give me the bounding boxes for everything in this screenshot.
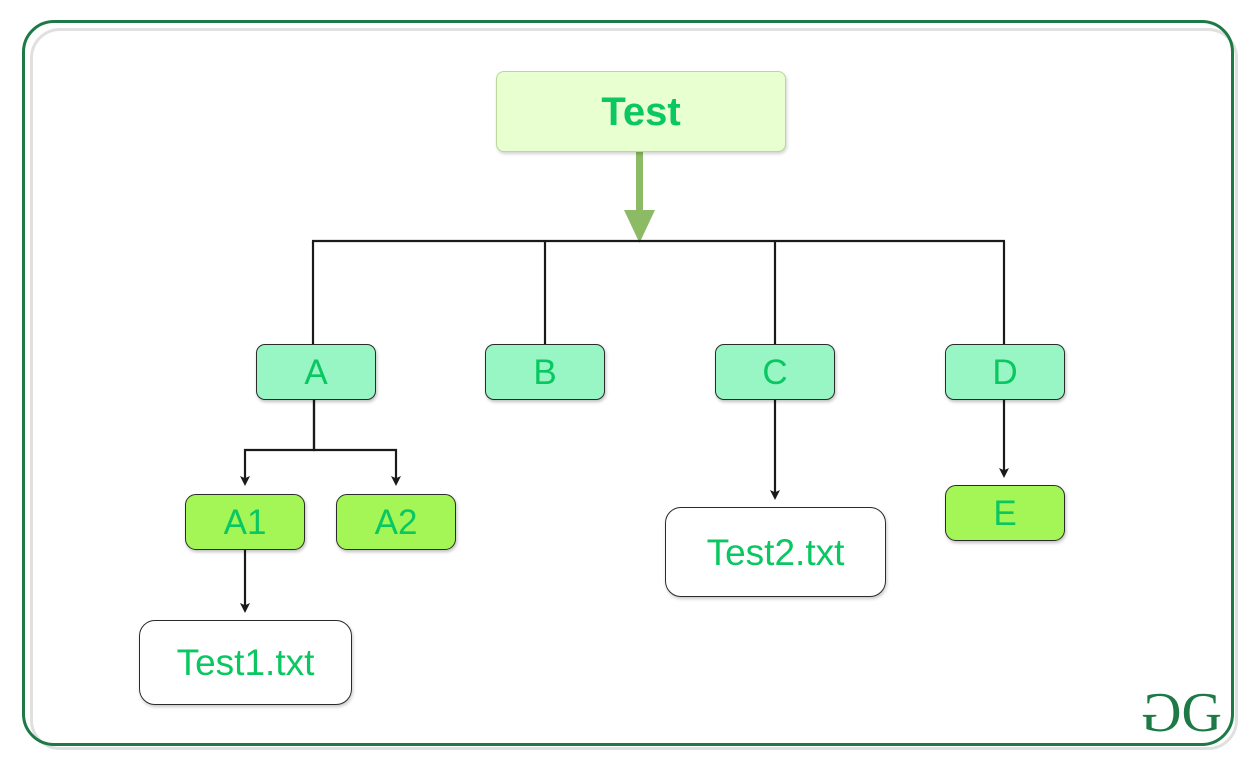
node-dir-c[interactable]: C bbox=[715, 344, 835, 400]
logo-glyph-reversed-g: G bbox=[1143, 682, 1182, 744]
node-label: Test1.txt bbox=[176, 642, 315, 683]
node-root-test[interactable]: Test bbox=[496, 71, 786, 152]
frame-inner-border bbox=[30, 28, 1238, 750]
node-label: Test2.txt bbox=[706, 531, 845, 573]
node-label: A2 bbox=[374, 502, 418, 542]
node-label: Test bbox=[601, 89, 681, 134]
edge-a-to-a2 bbox=[312, 400, 401, 486]
node-sub-a2[interactable]: A2 bbox=[336, 494, 456, 550]
frame-outer-border bbox=[22, 20, 1234, 746]
node-label: E bbox=[993, 493, 1017, 533]
node-label: D bbox=[992, 352, 1018, 392]
node-dir-b[interactable]: B bbox=[485, 344, 605, 400]
node-label: B bbox=[533, 352, 557, 392]
node-label: C bbox=[762, 352, 788, 392]
node-file-test2[interactable]: Test2.txt bbox=[665, 507, 886, 597]
geeksforgeeks-logo: GG bbox=[1143, 682, 1222, 744]
edge-root-to-bus bbox=[624, 152, 655, 243]
logo-glyph-g: G bbox=[1181, 682, 1222, 744]
edge-a-to-a1 bbox=[240, 400, 316, 486]
node-sub-a1[interactable]: A1 bbox=[185, 494, 305, 550]
node-file-test1[interactable]: Test1.txt bbox=[139, 620, 352, 705]
node-sub-e[interactable]: E bbox=[945, 485, 1065, 541]
node-label: A1 bbox=[223, 502, 267, 542]
node-dir-d[interactable]: D bbox=[945, 344, 1065, 400]
node-dir-a[interactable]: A bbox=[256, 344, 376, 400]
node-label: A bbox=[304, 352, 328, 392]
